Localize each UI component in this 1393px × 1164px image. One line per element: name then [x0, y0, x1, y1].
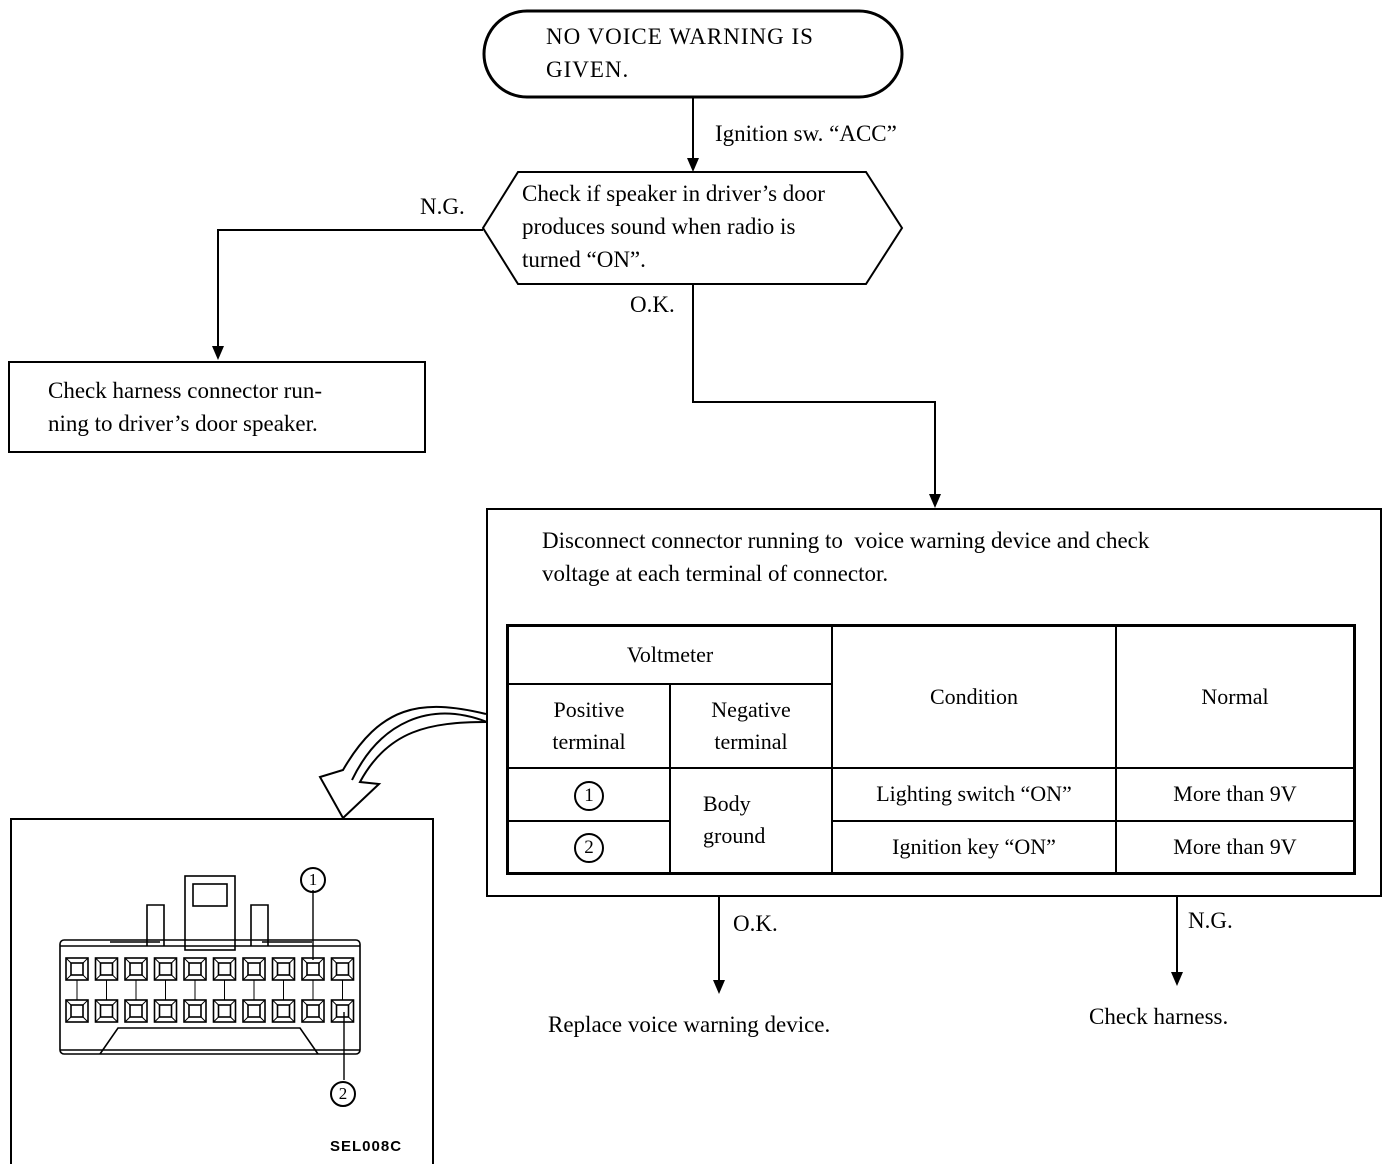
- harness-check-text: Check harness connector run- ning to dri…: [48, 378, 322, 436]
- connector-pin: [330, 999, 355, 1023]
- table-row: 2 Ignition key “ON” More than 9V: [506, 819, 1356, 875]
- table-row: 1 Body ground Lighting switch “ON” More …: [506, 766, 1356, 875]
- connector-pin-inner: [188, 1004, 202, 1018]
- connector-pin-inner: [335, 962, 350, 976]
- arrow-head: [212, 346, 224, 360]
- connector-pin-inner: [129, 962, 143, 976]
- decision-ng-label: N.G.: [420, 194, 465, 219]
- connector-pin-inner: [217, 1004, 232, 1018]
- connector-pin-inner: [276, 962, 291, 976]
- connector-pin: [212, 999, 237, 1023]
- check-harness-text: Check harness.: [1089, 1004, 1229, 1029]
- connector-pin-inner: [335, 1004, 350, 1018]
- connector-pin-inner: [306, 1004, 320, 1018]
- connector-pin-inner: [158, 1004, 173, 1018]
- connector-pin: [153, 999, 178, 1023]
- figure-code: SEL008C: [330, 1138, 403, 1155]
- terminal-number: 2: [574, 833, 604, 864]
- pin-2-label: 2: [330, 1081, 356, 1107]
- connector-pin-inner: [70, 1004, 84, 1018]
- replace-device-text: Replace voice warning device.: [548, 1012, 831, 1037]
- connector-pin-inner: [276, 1004, 291, 1018]
- voltmeter-header: Voltmeter: [506, 624, 833, 685]
- normal-header: Normal: [1115, 624, 1356, 769]
- decision-hexagon: [481, 171, 904, 285]
- connector-pin: [242, 999, 266, 1023]
- connector-pin-inner: [99, 1004, 114, 1018]
- pin-1-label: 1: [300, 867, 326, 893]
- negative-terminal-header: Negative terminal: [669, 682, 833, 769]
- body-ground-cell: Body ground: [669, 766, 833, 875]
- normal-cell: More than 9V: [1115, 819, 1356, 875]
- connector-pin-inner: [188, 962, 202, 976]
- ignition-acc-label: Ignition sw. “ACC”: [715, 121, 897, 146]
- connector-pin: [183, 999, 207, 1023]
- harness-check-box: Check harness connector run- ning to dri…: [8, 361, 426, 453]
- decision-text: Check if speaker in driver’s door produc…: [522, 181, 825, 272]
- normal-cell: More than 9V: [1115, 766, 1356, 822]
- condition-header: Condition: [831, 624, 1117, 769]
- connector-pin: [94, 999, 119, 1023]
- connector-pin-inner: [99, 962, 114, 976]
- connector-pin-inner: [129, 1004, 143, 1018]
- connector-panel: [10, 818, 434, 1164]
- connector-pin-inner: [247, 1004, 261, 1018]
- result-ng-label: N.G.: [1188, 908, 1233, 933]
- connector-pin-inner: [306, 962, 320, 976]
- connector-pin-inner: [158, 962, 173, 976]
- connector-pin: [124, 999, 148, 1023]
- start-terminator-text: NO VOICE WARNING IS GIVEN.: [546, 24, 814, 82]
- voltage-check-instruction: Disconnect connector running to voice wa…: [542, 528, 1150, 586]
- connector-pin-inner: [247, 962, 261, 976]
- arrow-head: [1171, 972, 1183, 986]
- result-ok-label: O.K.: [733, 911, 778, 936]
- connector-pin-inner: [217, 962, 232, 976]
- connector-pin-inner: [70, 962, 84, 976]
- connector-pin: [301, 999, 325, 1023]
- arrow-head: [713, 980, 725, 994]
- connector-pin: [271, 999, 296, 1023]
- positive-terminal-header: Positive terminal: [506, 682, 671, 769]
- arrow-head: [929, 494, 941, 508]
- condition-cell: Lighting switch “ON”: [831, 766, 1117, 822]
- condition-cell: Ignition key “ON”: [831, 819, 1117, 875]
- callout-arrow: [318, 705, 488, 820]
- decision-ok-label: O.K.: [630, 292, 675, 317]
- connector-pin: [65, 999, 89, 1023]
- terminal-number: 1: [574, 780, 604, 811]
- connector-drawing: [59, 875, 361, 1080]
- voltmeter-table: Voltmeter Condition Normal Positive term…: [506, 624, 1356, 875]
- arrow-head: [687, 158, 699, 172]
